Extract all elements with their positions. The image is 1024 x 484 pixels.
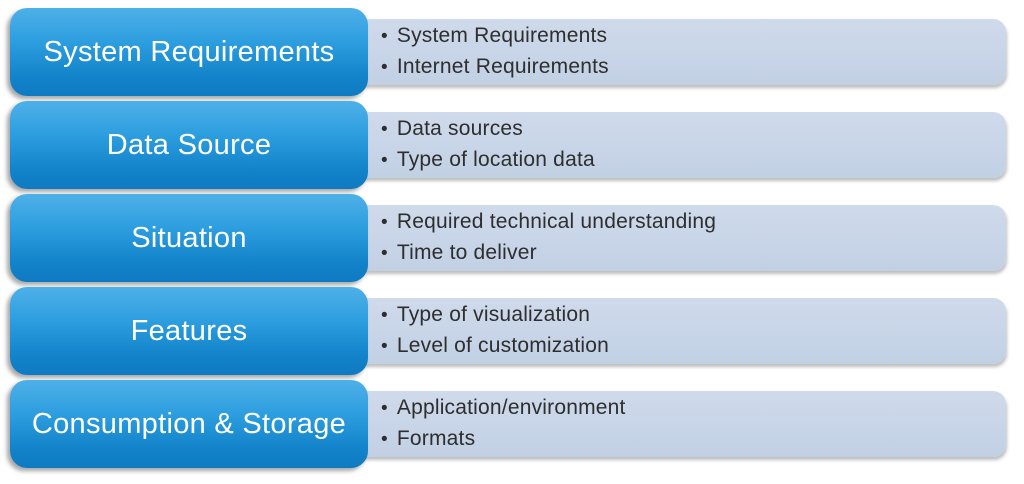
diagram-row-system-requirements: • System Requirements • Internet Require… xyxy=(0,8,1024,96)
diagram-row-consumption-storage: • Application/environment • Formats Cons… xyxy=(0,380,1024,468)
bullet-item: • Time to deliver xyxy=(381,238,996,269)
category-pill: Data Source xyxy=(10,101,368,189)
bullet-icon: • xyxy=(381,26,388,47)
category-label: Data Source xyxy=(106,128,272,161)
bullet-text: Formats xyxy=(396,427,476,450)
bullet-item: • Level of customization xyxy=(381,331,996,362)
bullet-icon: • xyxy=(381,119,388,140)
bullet-panel: • Required technical understanding • Tim… xyxy=(352,205,1006,271)
category-pill: Consumption & Storage xyxy=(10,380,368,468)
bullet-icon: • xyxy=(381,305,388,326)
bullet-icon: • xyxy=(381,398,388,419)
bullet-icon: • xyxy=(381,212,388,233)
bullet-text: Internet Requirements xyxy=(396,55,609,78)
diagram-row-situation: • Required technical understanding • Tim… xyxy=(0,194,1024,282)
bullet-text: Required technical understanding xyxy=(396,210,717,233)
bullet-item: • Required technical understanding xyxy=(381,207,996,238)
bullet-item: • Application/environment xyxy=(381,393,996,424)
bullet-item: • Data sources xyxy=(381,114,996,145)
diagram-row-features: • Type of visualization • Level of custo… xyxy=(0,287,1024,375)
bullet-text: System Requirements xyxy=(396,24,608,47)
bullet-item: • Formats xyxy=(381,424,996,455)
diagram-row-data-source: • Data sources • Type of location data D… xyxy=(0,101,1024,189)
category-label: Features xyxy=(130,314,248,347)
category-label: System Requirements xyxy=(43,35,335,68)
bullet-item: • System Requirements xyxy=(381,21,996,52)
bullet-text: Type of visualization xyxy=(396,303,591,326)
bullet-icon: • xyxy=(381,429,388,450)
bullet-icon: • xyxy=(381,150,388,171)
bullet-panel: • Type of visualization • Level of custo… xyxy=(352,298,1006,364)
bullet-text: Level of customization xyxy=(396,334,610,357)
category-pill: Features xyxy=(10,287,368,375)
bullet-text: Application/environment xyxy=(396,396,626,419)
category-pill: System Requirements xyxy=(10,8,368,96)
bullet-panel: • Application/environment • Formats xyxy=(352,391,1006,457)
category-label: Consumption & Storage xyxy=(31,407,347,440)
bullet-item: • Type of location data xyxy=(381,145,996,176)
category-pill: Situation xyxy=(10,194,368,282)
bullet-text: Type of location data xyxy=(396,148,595,171)
category-label: Situation xyxy=(131,221,247,254)
bullet-text: Data sources xyxy=(396,117,523,140)
bullet-text: Time to deliver xyxy=(396,241,537,264)
bullet-panel: • System Requirements • Internet Require… xyxy=(352,19,1006,85)
bullet-icon: • xyxy=(381,336,388,357)
bullet-icon: • xyxy=(381,57,388,78)
bullet-icon: • xyxy=(381,243,388,264)
bullet-panel: • Data sources • Type of location data xyxy=(352,112,1006,178)
bullet-item: • Type of visualization xyxy=(381,300,996,331)
bullet-item: • Internet Requirements xyxy=(381,52,996,83)
